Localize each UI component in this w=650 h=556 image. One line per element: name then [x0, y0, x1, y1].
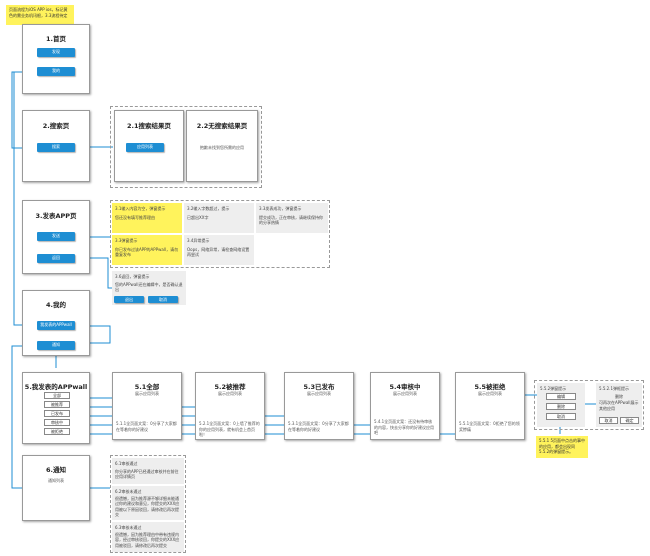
search-results-card: 2.1搜索结果页 — [114, 110, 184, 182]
wall-page-reviewing-title: 5.4审核中 — [389, 383, 421, 391]
popup-5-5-2-title: 5.5.2弹窗提示 — [540, 386, 567, 391]
tip-3-1: 3.1输入内容为空，弹窗提示 您还没有填写推荐理由 — [112, 203, 182, 233]
wall-page-published-title: 5.3已发布 — [303, 383, 335, 391]
search-empty-card: 2.2无搜索结果页 抱歉未找到您所需的应用 — [186, 110, 258, 182]
notice-item-1-body: 你分享的APP已经通过审核并在前往应用详情页 — [115, 468, 179, 480]
mine-title: 4.我的 — [46, 301, 66, 309]
back-button[interactable]: 返回 — [37, 254, 75, 263]
popup-cancel-button[interactable]: 取消 — [546, 413, 576, 420]
notice-title: 6.通知 — [46, 466, 66, 474]
notice-item-3: 6.3审核未通过 很遗憾，因为推荐理由中带有违规内容，经过审核驳回，你提交的XX… — [112, 522, 184, 552]
wall-page-published-desc: 5.3.1全页面文案：0分享了大家都在等着你的好建议 — [288, 421, 349, 432]
tip-3-3: 3.3发表成功，弹窗提示 提交成功，正在审核，请继续保持你的分享热情 — [256, 203, 328, 233]
notice-card: 6.通知 通知列表 — [22, 455, 90, 521]
wall-page-rejected-title: 5.5被拒绝 — [474, 383, 506, 391]
notice-item-2-title: 6.2审核未通过 — [115, 489, 142, 494]
top-note: 页面流程为iOS APP ios，标记黄色的需业务机讯根，3.3流程待定 — [6, 5, 74, 25]
wall-page-published-sub: 展示应用列表 — [307, 391, 331, 396]
confirm-exit-title: 3.6返回，弹窗提示 — [115, 274, 150, 279]
tip-3-2: 3.2输入字数超过，提示 已超出XX字 — [184, 203, 254, 233]
note-5-5-1: 5.5.1 5页面中点击的事中的应用，都会出现同5.5.2的弹窗提示。 — [536, 436, 588, 458]
tab-reviewing[interactable]: 审核中 — [44, 419, 70, 426]
notice-item-3-title: 6.3审核未通过 — [115, 525, 142, 530]
tip-3-3b-body: 你已发布过该APP的APPwall，请勿重复发布 — [115, 246, 179, 258]
mine-button[interactable]: 我的 — [37, 67, 75, 76]
cancel-exit-button[interactable]: 取消 — [148, 296, 178, 303]
tip-3-2-body: 已超出XX字 — [187, 214, 209, 220]
wall-page-recommended-desc: 5.2.1全页面文案：0上墙了推荐的你的应用列表，就有机会上首页啦！ — [199, 421, 260, 437]
tip-3-2-title: 3.2输入字数超过，提示 — [187, 206, 230, 211]
notify-button[interactable]: 通知 — [37, 341, 75, 350]
tip-3-4-body: Oops，网络异常，请检查网络设置再尝试 — [187, 246, 250, 258]
tip-3-3-body: 提交成功，正在审核，请继续保持你的分享热情 — [259, 214, 323, 226]
wall-page-rejected-sub: 展示应用列表 — [478, 391, 502, 396]
tab-published[interactable]: 已发布 — [44, 410, 70, 417]
confirm-exit-body: 您的APPwall还在编辑中，是否确认退出 — [115, 281, 183, 293]
wall-page-all-sub: 展示应用列表 — [135, 391, 159, 396]
notice-item-2: 6.2审核未通过 很遗憾，因为推荐源不够详细未能通过你的建议和意见，你提交的XX… — [112, 486, 184, 520]
wall-page-reviewing-desc: 5.4.1全页面文案：还没有待审核的内容，快去分享你的好建议应用吧 — [374, 419, 434, 435]
home-card: 1.首页 — [22, 24, 90, 94]
confirm-ok-button[interactable]: 确定 — [620, 417, 639, 424]
popup-5-5-2-1-title: 5.5.2.1弹框提示 — [599, 386, 629, 391]
wall-page-recommended-sub: 展示应用列表 — [218, 391, 242, 396]
search-button[interactable]: 搜索 — [37, 143, 75, 152]
wall-page-rejected-desc: 5.5.1全页面文案：0拒绝了您的领奖惨痛 — [459, 421, 520, 432]
discover-button[interactable]: 发现 — [37, 48, 75, 57]
popup-group — [534, 380, 644, 430]
wall-page-all: 5.1全部 展示应用列表 5.1.1全页面文案：0分享了大家都在等着你的好建议 — [112, 372, 182, 440]
search-results-group — [110, 106, 262, 188]
my-appwall-title: 5.我发表的APPwall — [24, 383, 88, 391]
tip-3-1-body: 您还没有填写推荐理由 — [115, 214, 155, 220]
wall-page-reviewing: 5.4审核中 展示应用列表 5.4.1全页面文案：还没有待审核的内容，快去分享你… — [370, 372, 440, 440]
edit-button[interactable]: 编辑 — [546, 393, 576, 400]
notice-item-2-body: 很遗憾，因为推荐源不够详细未能通过你的建议和意见，你提交的XXX应用被以下原因驳… — [115, 495, 180, 518]
tip-3-4: 3.4异常提示 Oops，网络异常，请检查网络设置再尝试 — [184, 235, 254, 265]
publish-title: 3.发表APP页 — [35, 212, 77, 220]
search-empty-desc: 抱歉未找到您所需的应用 — [200, 145, 244, 150]
notice-item-3-body: 很遗憾，因为推荐理由中带有违规内容，经过审核驳回，你提交的XXX应用被驳回，请修… — [115, 531, 180, 548]
tip-3-3b-title: 3.3弹窗提示 — [115, 238, 138, 243]
tip-3-3-title: 3.3发表成功，弹窗提示 — [259, 206, 302, 211]
popup-5-5-2-1: 5.5.2.1弹框提示 删除 可再次在APPwall展示其他应用 — [596, 383, 642, 427]
wall-page-all-desc: 5.1.1全页面文案：0分享了大家都在等着你的好建议 — [116, 421, 177, 432]
delete-button[interactable]: 删除 — [546, 403, 576, 410]
tip-3-3b: 3.3弹窗提示 你已发布过该APP的APPwall，请勿重复发布 — [112, 235, 182, 265]
publish-tips-group — [110, 200, 330, 268]
home-title: 1.首页 — [46, 35, 66, 43]
top-note-text: 页面流程为iOS APP ios，标记黄色的需业务机讯根，3.3流程待定 — [9, 7, 68, 18]
tab-all[interactable]: 全部 — [44, 392, 70, 399]
wall-page-rejected: 5.5被拒绝 展示应用列表 5.5.1全页面文案：0拒绝了您的领奖惨痛 — [455, 372, 525, 440]
tip-3-1-title: 3.1输入内容为空，弹窗提示 — [115, 206, 166, 211]
send-button[interactable]: 发送 — [37, 232, 75, 241]
notice-item-1-title: 6.1审核通过 — [115, 461, 138, 466]
search-results-title: 2.1搜索结果页 — [126, 122, 171, 130]
tab-recommended[interactable]: 被推荐 — [44, 401, 70, 408]
notice-item-1: 6.1审核通过 你分享的APP已经通过审核并在前往应用详情页 — [112, 458, 184, 484]
popup-5-5-2-1-line1: 删除 — [615, 393, 623, 399]
confirm-cancel-button[interactable]: 取消 — [599, 417, 618, 424]
note-5-5-1-text: 5.5.1 5页面中点击的事中的应用，都会出现同5.5.2的弹窗提示。 — [539, 438, 585, 454]
search-empty-title: 2.2无搜索结果页 — [196, 122, 248, 130]
wall-page-recommended-title: 5.2被推荐 — [214, 383, 246, 391]
app-list-button[interactable]: 应用列表 — [126, 143, 164, 152]
tab-rejected[interactable]: 被拒绝 — [44, 428, 70, 435]
exit-button[interactable]: 退出 — [114, 296, 144, 303]
wall-page-reviewing-sub: 展示应用列表 — [393, 391, 417, 396]
my-appwall-button[interactable]: 我发表的APPwall — [37, 321, 75, 330]
notice-items-group — [110, 455, 186, 553]
wall-page-all-title: 5.1全部 — [134, 383, 160, 391]
search-title: 2.搜索页 — [42, 122, 70, 130]
wall-page-recommended: 5.2被推荐 展示应用列表 5.2.1全页面文案：0上墙了推荐的你的应用列表，就… — [195, 372, 265, 440]
tip-3-4-title: 3.4异常提示 — [187, 238, 210, 243]
popup-5-5-2-1-line2: 可再次在APPwall展示其他应用 — [599, 400, 639, 411]
notice-sub: 通知列表 — [48, 478, 64, 483]
wall-page-published: 5.3已发布 展示应用列表 5.3.1全页面文案：0分享了大家都在等着你的好建议 — [284, 372, 354, 440]
